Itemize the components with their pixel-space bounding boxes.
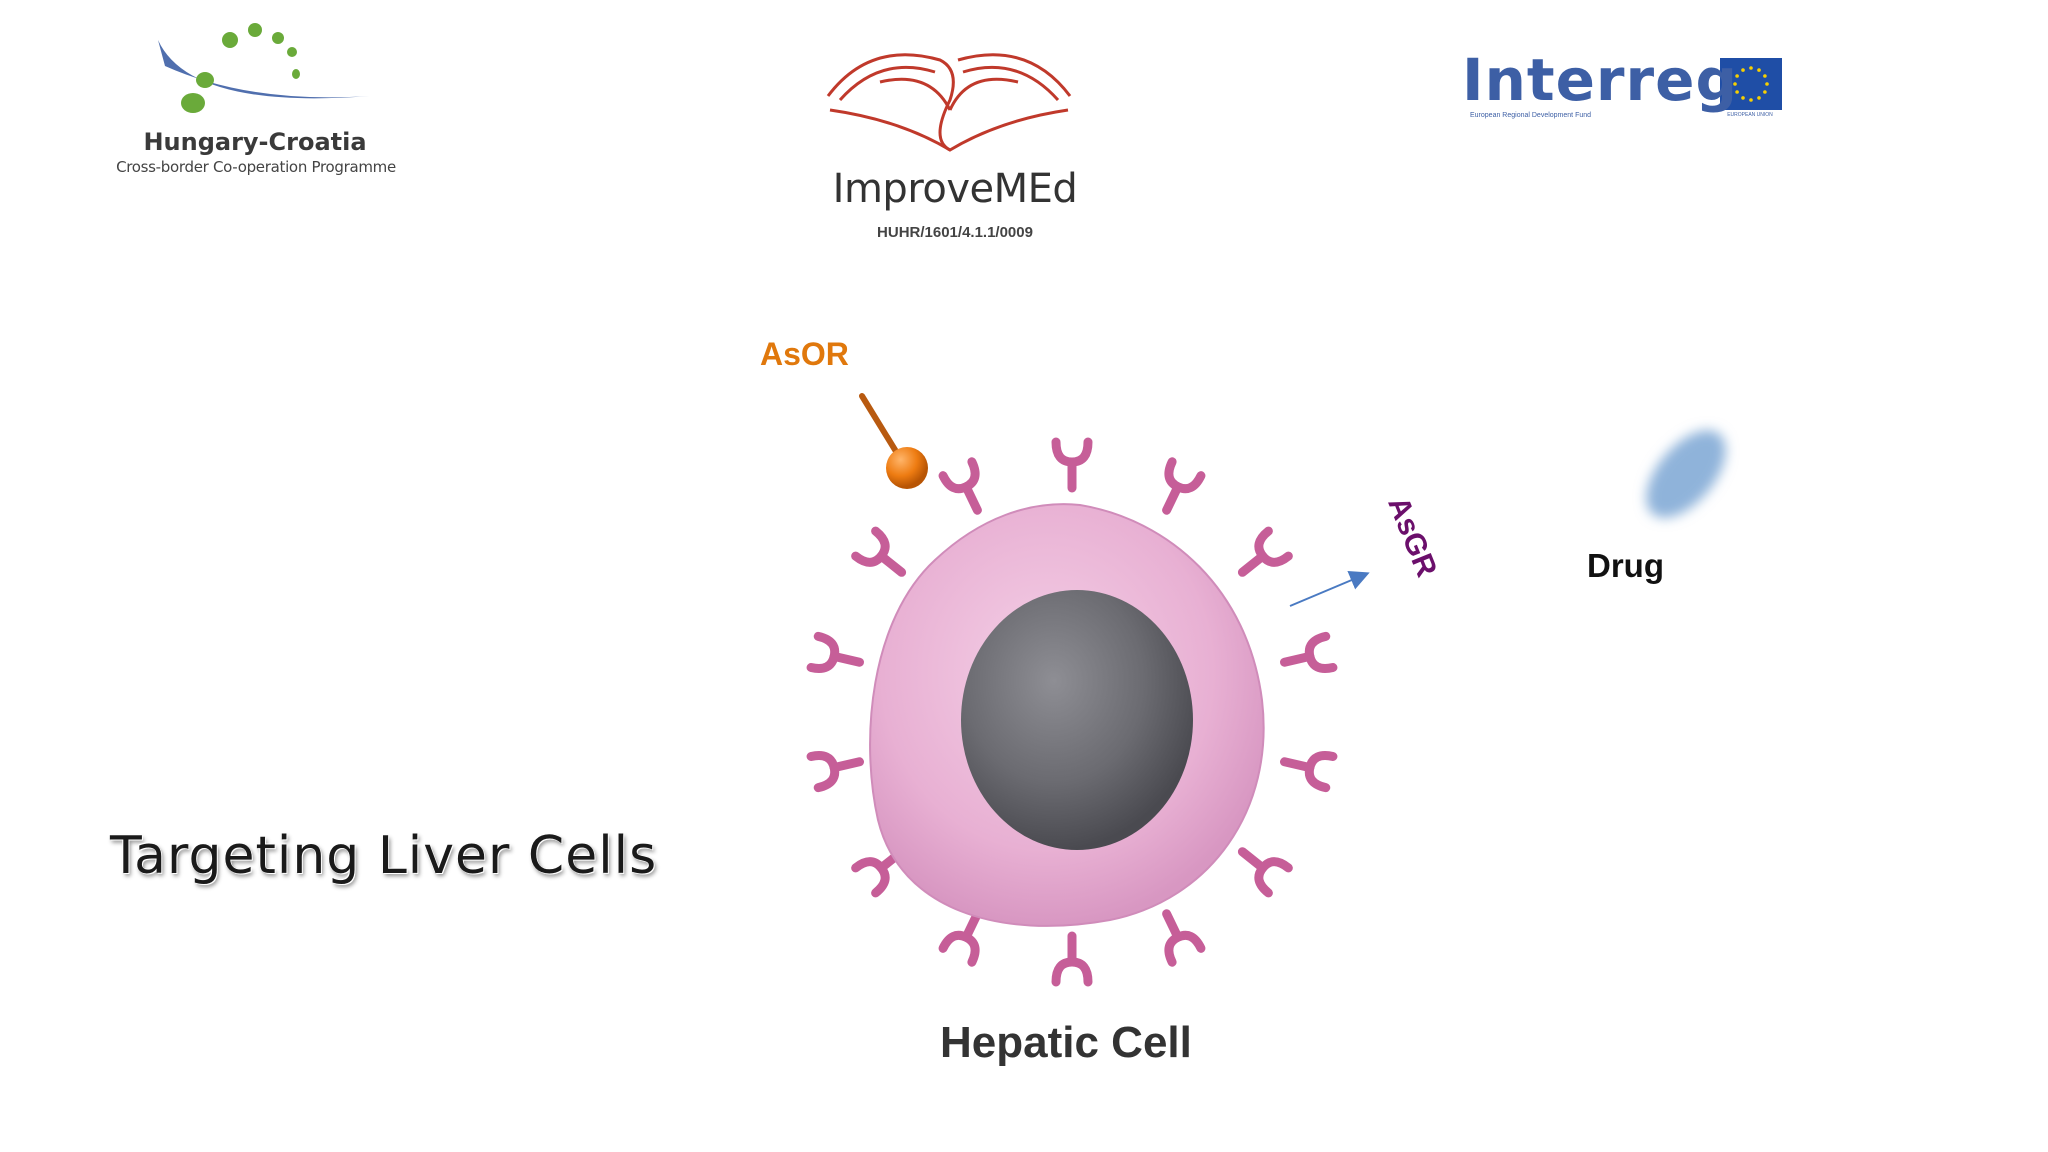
receptor-icon	[851, 526, 907, 577]
receptor-icon	[1162, 909, 1206, 967]
hungary-croatia-title: Hungary-Croatia	[143, 128, 367, 156]
eu-star-icon	[1757, 68, 1761, 72]
improvemed-hands-icon	[826, 53, 1072, 152]
dots-icon	[181, 23, 300, 113]
receptor-icon	[806, 631, 864, 674]
slide-title: Targeting Liver Cells	[110, 826, 658, 886]
receptor-icon	[938, 909, 982, 967]
receptor-group	[806, 437, 1338, 987]
eu-star-icon	[1749, 66, 1753, 70]
eu-star-icon	[1735, 90, 1739, 94]
eu-flag-icon	[1720, 58, 1782, 110]
eu-star-icon	[1741, 68, 1745, 72]
eu-star-icon	[1757, 96, 1761, 100]
interreg-subtitle: European Regional Development Fund	[1470, 112, 1592, 119]
interreg-name: Interreg	[1462, 46, 1738, 114]
cell-nucleus	[961, 590, 1193, 850]
improvemed-code: HUHR/1601/4.1.1/0009	[877, 224, 1033, 241]
eu-star-icon	[1735, 74, 1739, 78]
hepatic-cell-label: Hepatic Cell	[940, 1018, 1192, 1067]
receptor-icon	[938, 457, 982, 515]
receptor-icon	[1280, 750, 1338, 793]
hepatic-cell	[869, 503, 1265, 927]
receptor-icon	[1051, 437, 1093, 493]
eu-star-icon	[1763, 90, 1767, 94]
receptor-icon	[1051, 931, 1093, 987]
drug-label: Drug	[1587, 547, 1664, 584]
swoosh-icon	[158, 40, 370, 99]
receptor-icon	[1280, 631, 1338, 674]
asor-ball-icon	[886, 447, 928, 489]
eu-star-icon	[1733, 82, 1737, 86]
asor-label: AsOR	[760, 336, 849, 372]
receptor-icon	[1237, 526, 1293, 577]
hungary-croatia-logo	[158, 23, 370, 113]
receptor-icon	[1162, 457, 1206, 515]
receptor-icon	[806, 750, 864, 793]
drug-icon	[1646, 430, 1726, 518]
hungary-croatia-subtitle: Cross-border Co-operation Programme	[116, 158, 396, 176]
asor-stick	[859, 393, 903, 461]
asgr-pointer-arrow	[1289, 570, 1370, 607]
eu-star-icon	[1749, 98, 1753, 102]
eu-label: EUROPEAN UNION	[1727, 112, 1773, 118]
eu-star-icon	[1741, 96, 1745, 100]
eu-star-icon	[1765, 82, 1769, 86]
receptor-icon	[1237, 847, 1293, 898]
eu-star-icon	[1763, 74, 1767, 78]
improvemed-name: ImproveMEd	[832, 166, 1078, 212]
